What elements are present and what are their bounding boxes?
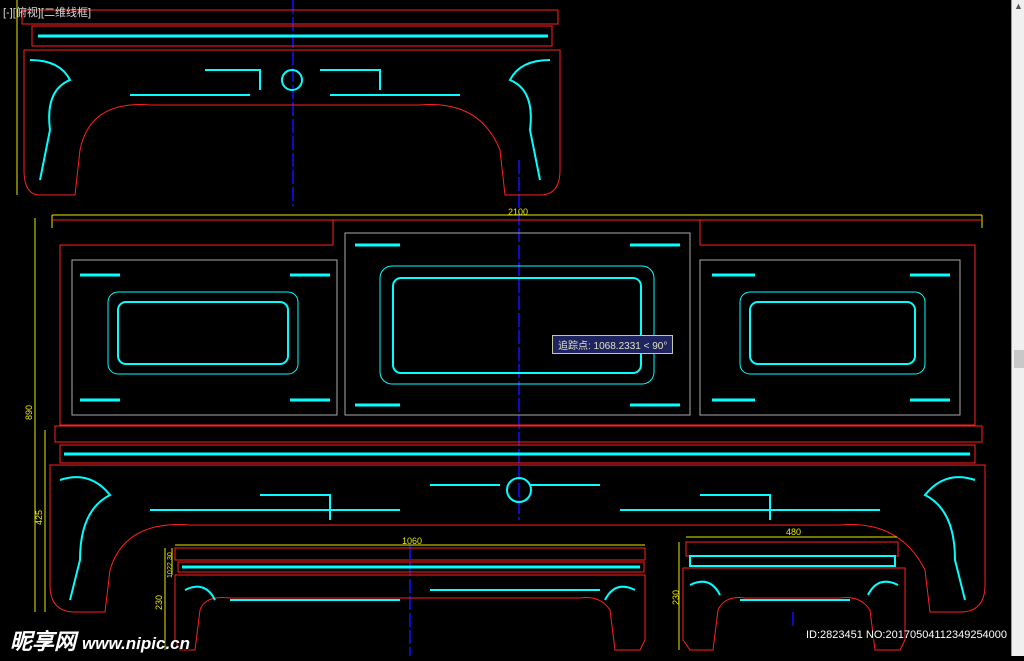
watermark-id: ID:2823451 NO:20170504112349254000 [806, 629, 1008, 641]
dim-table-top-c: 10 [167, 570, 174, 578]
dim-sofa-height: 890 [24, 405, 34, 420]
watermark-logo-text: 昵享网 [10, 629, 77, 654]
dim-sofa-width: 2100 [508, 207, 528, 217]
scroll-up-icon[interactable]: ▲ [1014, 1, 1023, 11]
drawing-svg: 890 425 2100 1060 230 30 22 10 480 230 [16, 0, 986, 656]
dim-seat-height: 425 [34, 510, 44, 525]
vertical-scrollbar[interactable]: ▲ [1011, 0, 1024, 656]
dim-table-top-a: 30 [167, 552, 174, 560]
tracking-point-tooltip: 追踪点: 1068.2331 < 90° [552, 335, 674, 354]
stool-drawing: 480 230 [671, 527, 906, 651]
dim-stool-width: 480 [786, 527, 801, 537]
dim-table-top-b: 22 [167, 562, 174, 570]
top-table-drawing [16, 0, 561, 196]
scrollbar-thumb[interactable] [1014, 350, 1024, 368]
viewport-controls-label[interactable]: [-][俯视][二维线框] [3, 7, 91, 19]
cad-drawing-canvas[interactable]: 890 425 2100 1060 230 30 22 10 480 230 [0, 0, 1011, 656]
dim-stool-height: 230 [671, 590, 681, 605]
sofa-drawing: 890 425 2100 [24, 207, 986, 613]
table-drawing: 1060 230 30 22 10 [154, 536, 646, 651]
watermark-url: www.nipic.cn [82, 634, 191, 653]
dim-table-width: 1060 [402, 536, 422, 546]
center-axis-lines [292, 0, 794, 656]
dim-table-height: 230 [154, 595, 164, 610]
watermark-logo: 昵享网 www.nipic.cn [10, 624, 190, 656]
